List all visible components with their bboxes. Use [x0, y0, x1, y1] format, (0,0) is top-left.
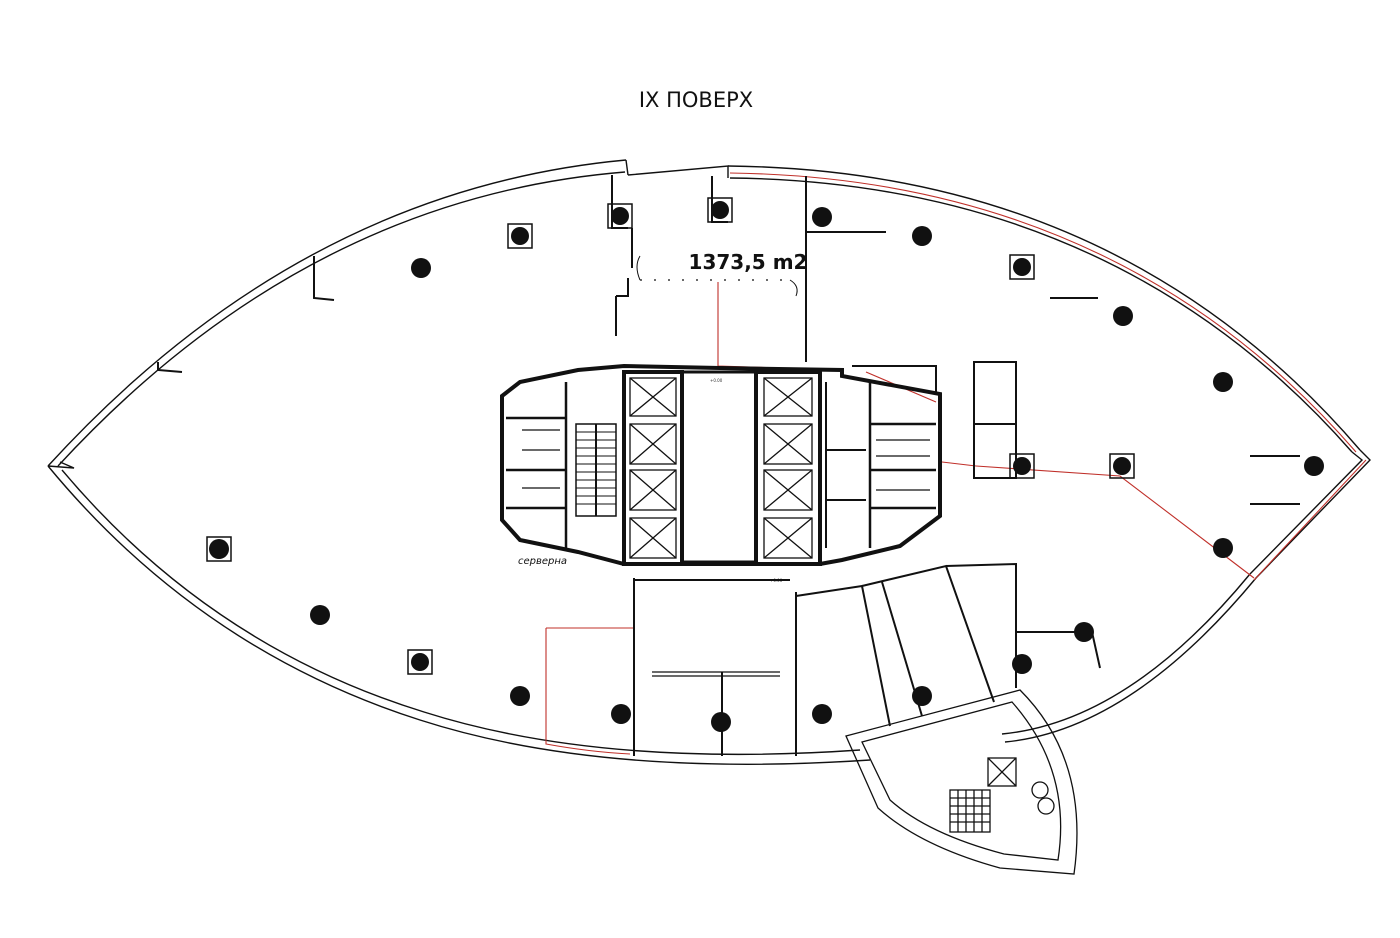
elevators [629, 377, 813, 559]
square-column-icon [1009, 254, 1035, 280]
column-icon [611, 704, 631, 724]
column-icon [812, 207, 832, 227]
server-room-label: серверна [518, 556, 567, 567]
elevator-icon [763, 423, 813, 465]
core-outline [500, 363, 942, 566]
column-icon [1213, 372, 1233, 392]
square-column-icon [707, 197, 733, 223]
square-column-icon [1009, 453, 1035, 479]
core: +0.00 +0.00 [500, 363, 942, 583]
column-icon [310, 605, 330, 625]
elevator-icon [763, 517, 813, 559]
elevator-icon [629, 469, 677, 511]
building-envelope [47, 159, 1371, 765]
column-icon [1074, 622, 1094, 642]
south-hatched-partition [652, 671, 780, 677]
elevator-icon [629, 423, 677, 465]
north-door-swings [636, 255, 798, 297]
column-icon [912, 226, 932, 246]
column-icon [1213, 538, 1233, 558]
elevator-icon [763, 377, 813, 417]
east-rooms [852, 361, 1017, 479]
column-icon [1012, 654, 1032, 674]
column-icon [912, 686, 932, 706]
square-columns [206, 197, 1135, 675]
column-icon [510, 686, 530, 706]
square-column-icon [206, 536, 232, 562]
service-block [845, 689, 1078, 875]
column-icon [711, 712, 731, 732]
column-icon [812, 704, 832, 724]
area-label: 1373,5 m2 [689, 250, 808, 274]
square-column-icon [1109, 453, 1135, 479]
service-stair-icon [949, 789, 991, 833]
elevator-icon [629, 517, 677, 559]
floor-title: IX ПОВЕРХ [639, 88, 753, 112]
column-icon [1304, 456, 1324, 476]
elevator-icon [629, 377, 677, 417]
square-column-icon [607, 203, 633, 229]
square-column-icon [407, 649, 433, 675]
square-column-icon [507, 223, 533, 249]
core-level-mark-top: +0.00 [710, 378, 723, 383]
column-icon [411, 258, 431, 278]
elevator-icon [763, 469, 813, 511]
stair-icon [575, 423, 617, 517]
column-icon [1113, 306, 1133, 326]
